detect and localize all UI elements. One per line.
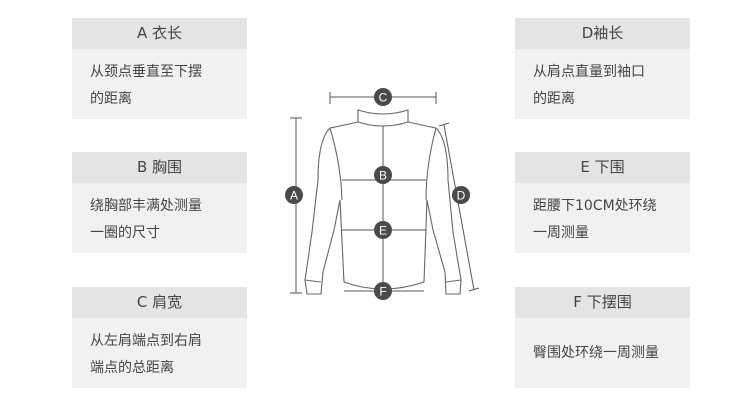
card-lower-girth: E 下围 距腰下10CM处环绕 一周测量 [515,152,690,253]
card-length-desc: 从颈点垂直至下摆 的距离 [72,49,247,119]
marker-d: D [452,186,470,204]
card-chest-desc: 绕胸部丰满处测量 一圈的尺寸 [72,183,247,253]
measure-lines [290,92,480,294]
svg-text:B: B [379,169,387,183]
card-chest: B 胸围 绕胸部丰满处测量 一圈的尺寸 [72,152,247,253]
marker-e: E [374,221,392,239]
card-lower-girth-line1: 距腰下10CM处环绕 [533,198,657,214]
card-shoulder-line1: 从左肩端点到右肩 [90,333,202,349]
card-hem-title: F 下摆围 [515,287,690,318]
card-hem: F 下摆围 臀围处环绕一周测量 [515,287,690,388]
card-lower-girth-line2: 一周测量 [533,225,589,241]
card-hem-desc: 臀围处环绕一周测量 [515,318,690,388]
svg-text:C: C [379,91,388,105]
card-sleeve-desc: 从肩点直量到袖口 的距离 [515,49,690,119]
card-sleeve: D袖长 从肩点直量到袖口 的距离 [515,18,690,119]
card-sleeve-line2: 的距离 [533,91,575,107]
marker-a: A [285,186,303,204]
marker-b: B [374,166,392,184]
card-length-line2: 的距离 [90,91,132,107]
card-chest-title: B 胸围 [72,152,247,183]
card-shoulder-line2: 端点的总距离 [90,360,174,376]
card-length-line1: 从颈点垂直至下摆 [90,64,202,80]
card-sleeve-title: D袖长 [515,18,690,49]
card-chest-line1: 绕胸部丰满处测量 [90,198,202,214]
card-sleeve-line1: 从肩点直量到袖口 [533,64,645,80]
card-shoulder: C 肩宽 从左肩端点到右肩 端点的总距离 [72,287,247,388]
shirt-outline [304,109,462,295]
card-shoulder-desc: 从左肩端点到右肩 端点的总距离 [72,318,247,388]
card-length: A 衣长 从颈点垂直至下摆 的距离 [72,18,247,119]
svg-text:D: D [457,189,466,203]
card-hem-line1: 臀围处环绕一周测量 [533,345,659,361]
svg-text:F: F [379,285,386,299]
card-lower-girth-desc: 距腰下10CM处环绕 一周测量 [515,183,690,253]
svg-text:A: A [290,189,298,203]
marker-c: C [374,88,392,106]
card-chest-line2: 一圈的尺寸 [90,225,160,241]
marker-f: F [374,282,392,300]
card-lower-girth-title: E 下围 [515,152,690,183]
card-length-title: A 衣长 [72,18,247,49]
card-shoulder-title: C 肩宽 [72,287,247,318]
svg-text:E: E [379,224,387,238]
